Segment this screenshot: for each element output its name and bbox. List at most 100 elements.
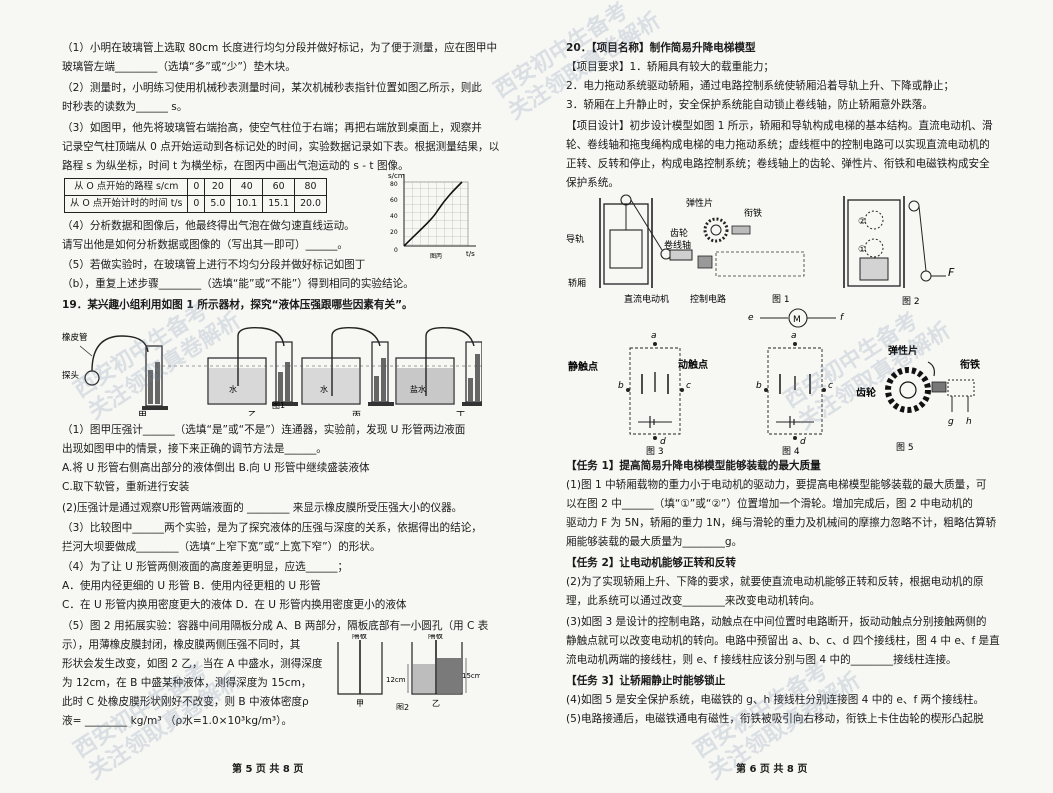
text-line: 时秒表的读数为______ s。 xyxy=(62,101,188,113)
label: 卷线轴 xyxy=(664,239,691,251)
label: g xyxy=(948,417,954,427)
label: b xyxy=(756,381,762,391)
figure-3-circuit: 静触点 动触点 a b c d 图 3 xyxy=(568,331,708,456)
text-line: (2)为了实现轿厢上升、下降的要求，就要使直流电动机能够正转和反转，根据电动机的… xyxy=(566,576,984,588)
label: 12cm xyxy=(386,676,406,684)
text-line: （4）为了让 U 形管两侧液面的高度差更明显，应选______； xyxy=(62,561,349,573)
table-header: 从 O 点开始的路程 s/cm xyxy=(63,178,189,196)
label: a xyxy=(651,331,657,341)
label: F xyxy=(948,266,955,279)
label: 盐水 xyxy=(410,384,426,394)
figure-2-container: 隔板 隔板 12cm 15cm 甲 乙 图2 xyxy=(337,634,480,710)
label: 水 xyxy=(320,384,328,394)
figure-caption: 图1 xyxy=(272,401,285,410)
label: 15cm xyxy=(462,672,480,680)
label: h xyxy=(966,417,972,427)
option-line: A.将 U 形管右侧高出部分的液体倒出 B.向 U 形管中继续盛装液体 xyxy=(62,462,370,474)
text-line: 【项目要求】1．轿厢具有较大的载重能力； xyxy=(566,61,775,73)
label: 甲 xyxy=(138,410,147,416)
table-cell: 20.0 xyxy=(294,195,327,213)
figure-1-elevator: 导轨 弹性片 衔铁 齿轮 卷线轴 轿厢 直流电动机 控制电路 图 1 xyxy=(566,194,805,305)
text-line: 出现如图甲中的情景，接下来正确的调节方法是______。 xyxy=(62,443,327,455)
table-header: 20 xyxy=(204,178,232,196)
text-line: 液= ________ kg/m³ （ρ水=1.0×10³kg/m³）。 xyxy=(62,715,293,727)
text-line: 驱动力 F 为 5N，轿厢的重力 1N，绳与滑轮的重力及机械间的摩擦力忽略不计，… xyxy=(566,517,997,529)
figure-caption: 图 1 xyxy=(772,294,790,305)
text-line: (1)图 1 中轿厢载物的重力小于电动机的驱动力，要提高电梯模型能够装载的最大质… xyxy=(566,479,987,491)
label: 静触点 xyxy=(568,360,598,373)
text-line: 记录空气柱顶端从 0 点开始运动到各标记处的时间，实验数据记录如下表。根据测量结… xyxy=(62,141,500,153)
table-header: 60 xyxy=(262,178,296,196)
figure-2-pulleys: ② ① F 图 2 xyxy=(843,196,955,306)
figure-5-safety: 弹性片 衔铁 齿轮 g h 图 5 xyxy=(856,344,980,453)
label: 隔板 xyxy=(428,634,443,640)
label: 衔铁 xyxy=(744,207,762,219)
figure-caption: 图 5 xyxy=(896,442,914,453)
figure-caption: 图2 xyxy=(396,703,409,710)
label: 探头 xyxy=(62,370,80,381)
option-line: A．使用内径更细的 U 形管 B．使用内径更粗的 U 形管 xyxy=(62,580,321,592)
page-footer: 第 6 页 共 8 页 xyxy=(736,764,808,775)
question-20-title: 20．【项目名称】制作简易升降电梯模型 xyxy=(566,42,756,54)
label: 弹性片 xyxy=(686,197,713,209)
page-right: 20．【项目名称】制作简易升降电梯模型 【项目要求】1．轿厢具有较大的载重能力；… xyxy=(566,40,1044,780)
text-line: 静触点就可以改变电动机的转向。电路中预留出 a、b、c、d 四个接线柱，图 4 … xyxy=(566,635,1000,647)
text-line: 示），用薄橡皮膜封闭，橡皮膜两侧压强不同时，其 xyxy=(62,639,301,651)
text-line: 拦河大坝要做成________（选填“上窄下宽”或“上宽下窄”）的形状。 xyxy=(62,541,381,553)
label: 动触点 xyxy=(678,358,708,371)
label: 甲 xyxy=(356,699,364,708)
label: 丁 xyxy=(456,411,465,416)
text-line: （2）测量时，小明练习使用机械秒表测量时间，某次机械秒表指针位置如图乙所示，则此 xyxy=(62,82,482,94)
label: 橡皮管 xyxy=(62,332,88,343)
text-line: （3）比较图中______两个实验，是为了探究液体的压强与深度的关系，依据得出的… xyxy=(62,522,482,534)
label: f xyxy=(840,313,845,323)
label: c xyxy=(828,381,833,391)
text-line: 理，此系统可以通过改变________来改变电动机转向。 xyxy=(566,595,821,607)
graph-xlabel: t/s xyxy=(466,250,475,258)
label: 水 xyxy=(229,384,237,394)
text-line: 以在图 2 中______（填“①”或“②”）位置增加一个滑轮。增加完成后，图 … xyxy=(566,498,973,510)
label: 齿轮 xyxy=(670,227,688,239)
text-line: 流电动机两端的接线柱，则 e、f 接线柱应该分别与图 4 中的________接… xyxy=(566,654,957,666)
tick-label: 60 xyxy=(390,197,398,204)
text-line: （1）小明在玻璃管上选取 80cm 长度进行均匀分段并做好标记，为了便于测量，应… xyxy=(62,42,498,54)
label: d xyxy=(660,437,666,447)
table-header: 80 xyxy=(294,178,327,196)
text-line: (4)如图 5 是安全保护系统，电磁铁的 g、h 接线柱分别连接图 4 中的 e… xyxy=(566,694,985,706)
text-line: 此时 C 处橡皮膜形状刚好不改变，则 B 中液体密度ρ xyxy=(62,696,309,708)
figure-1-pressure: 橡皮管 探头 甲 乙 水 丙 水 xyxy=(62,326,482,416)
text-line: 轮、卷线轴和拖曳绳构成电梯的电力拖动系统；虚线框中的控制电路可以实现直流电动机的 xyxy=(566,139,990,151)
figure-4-circuit: a b c d 图 4 xyxy=(756,331,833,456)
text-line: （b），重复上述步骤________（选填“能”或“不能”）得到相同的实验结论。 xyxy=(62,278,414,290)
page-footer: 第 5 页 共 8 页 xyxy=(232,764,304,775)
figure-caption: 图 2 xyxy=(902,296,920,306)
page-left: （1）小明在玻璃管上选取 80cm 长度进行均匀分段并做好标记，为了便于测量，应… xyxy=(62,40,540,780)
label: a xyxy=(791,331,797,341)
text-line: 厢能够装载的最大质量为________g。 xyxy=(566,536,743,548)
label: 隔板 xyxy=(352,634,367,640)
text-line: 保护系统。 xyxy=(566,177,619,189)
tick-label: 0 xyxy=(394,247,398,254)
option-line: C.取下软管，重新进行安装 xyxy=(62,481,190,493)
text-line: 3．轿厢在上升静止时，安全保护系统能自动锁止卷线轴，防止轿厢意外跌落。 xyxy=(566,99,933,111)
label: c xyxy=(686,381,691,391)
table-header: 40 xyxy=(230,178,264,196)
table-cell: 15.1 xyxy=(262,195,296,213)
text-line: 请写出他是如何分析数据或图像的（写出其一即可）______。 xyxy=(62,239,349,251)
data-table: 从 O 点开始的路程 s/cm 0 20 40 60 80 从 O 点开始计时的… xyxy=(63,178,327,213)
tick-label: 20 xyxy=(390,229,398,236)
table-header: 0 xyxy=(187,178,206,196)
label: 乙 xyxy=(432,699,440,708)
label: 导轨 xyxy=(566,233,584,245)
text-line: （3）如图甲，他先将玻璃管右端抬高，使空气柱位于右端；再把右端放到桌面上，观察并 xyxy=(62,122,482,134)
figure-caption: 图 4 xyxy=(782,446,800,456)
graph-caption: 图丙 xyxy=(430,253,442,260)
graph-ylabel: s/cm xyxy=(388,172,405,180)
label: 直流电动机 xyxy=(624,293,669,305)
text-line: （1）图甲压强计______（选填“是”或“不是”）连通器，实验前，发现 U 形… xyxy=(62,424,466,436)
label: 衔铁 xyxy=(960,358,980,371)
text-line: (2)压强计是通过观察U形管两端液面的 ________ 来显示橡皮膜所受压强大… xyxy=(62,502,463,514)
label: ① xyxy=(858,245,866,255)
label: M xyxy=(793,315,801,325)
